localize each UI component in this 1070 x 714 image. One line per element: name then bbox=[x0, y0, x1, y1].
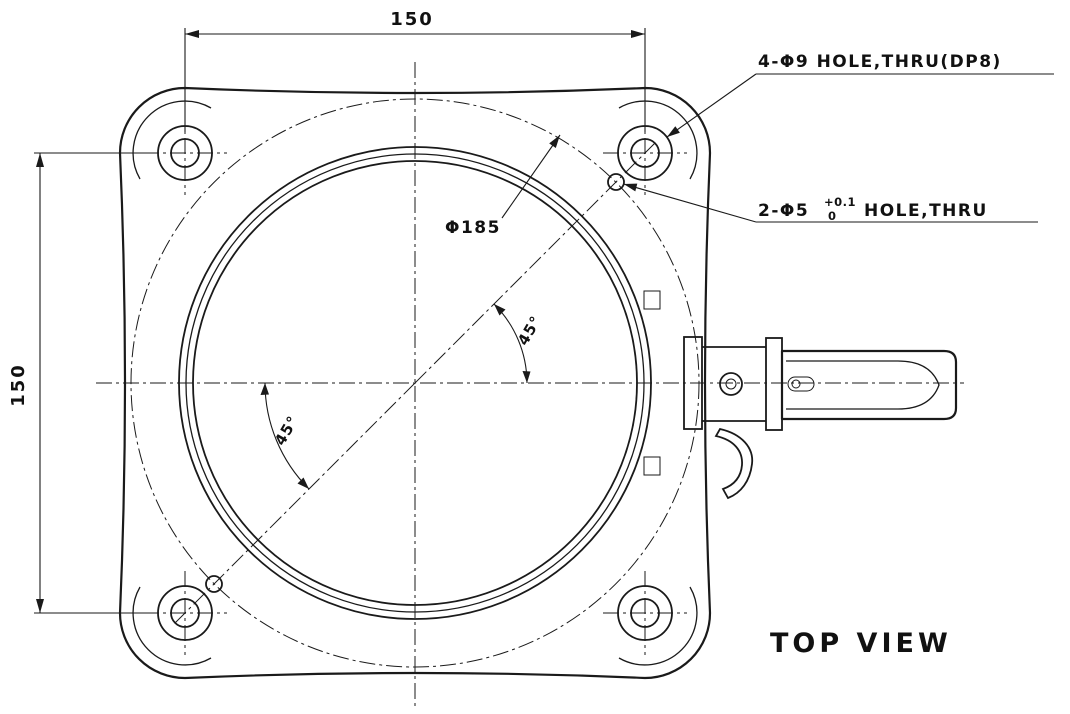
bore-circle-inner bbox=[192, 160, 638, 606]
counterbore-circle bbox=[157, 585, 213, 641]
arrowhead-left bbox=[185, 30, 199, 38]
counterbore-circle bbox=[617, 585, 673, 641]
handle-slot bbox=[787, 376, 815, 392]
bolt-circle-label: Φ185 bbox=[445, 218, 501, 238]
pin-hole-upper-right bbox=[607, 173, 625, 191]
bolt-circle-phi185 bbox=[130, 98, 700, 668]
handle-socket bbox=[765, 337, 783, 431]
pivot-inner-circle bbox=[725, 378, 737, 390]
view-title: TOP VIEW bbox=[770, 628, 952, 659]
bore-tab-lower bbox=[643, 456, 661, 476]
pin-holes-note-suffix: HOLE,THRU bbox=[864, 201, 988, 221]
note-pin-holes: 2-Φ5 +0.1 0 HOLE,THRU bbox=[623, 183, 1038, 223]
fillet-arc-top-left bbox=[132, 100, 212, 180]
hole-circle bbox=[170, 138, 200, 168]
angle-dim-lower: 45° bbox=[260, 382, 310, 490]
hole-circle bbox=[630, 138, 660, 168]
corner-fillet-arcs bbox=[132, 100, 698, 666]
bore-circles bbox=[178, 146, 661, 620]
angle-arc bbox=[264, 382, 310, 490]
corner-hole-bottom-left bbox=[143, 571, 227, 655]
angle-label-upper: 45° bbox=[514, 312, 545, 348]
centerlines bbox=[96, 62, 964, 708]
leader-arrowhead bbox=[549, 135, 560, 148]
bolt-circle-callout: Φ185 bbox=[445, 134, 561, 238]
dimension-height: 150 bbox=[8, 152, 150, 614]
pin-holes-tolerance-lower: 0 bbox=[828, 209, 837, 223]
leader-line bbox=[623, 183, 757, 223]
handle-slot-pin bbox=[791, 379, 801, 389]
arrowhead-right bbox=[631, 30, 645, 38]
handle-bar-outline[interactable] bbox=[780, 349, 958, 421]
diagonal-centerline-lower-left bbox=[174, 382, 416, 624]
flange-outline bbox=[118, 86, 712, 680]
bore-tab-upper bbox=[643, 290, 661, 310]
arc-arrowhead-start bbox=[522, 371, 531, 383]
fillet-arc-top-right bbox=[618, 100, 698, 180]
pin-holes-note-prefix: 2-Φ5 bbox=[758, 201, 809, 221]
handle-assembly bbox=[683, 336, 958, 500]
hole-circle bbox=[630, 598, 660, 628]
angle-dim-upper: 45° bbox=[493, 303, 545, 384]
pin-hole-lower-left bbox=[205, 575, 223, 593]
handle-bar-inner-profile bbox=[786, 360, 940, 410]
flange-body-path bbox=[118, 86, 712, 680]
arc-arrowhead-end bbox=[494, 304, 506, 316]
arrowhead-top bbox=[36, 153, 44, 167]
pivot-circle bbox=[719, 372, 743, 396]
leader-line bbox=[666, 73, 757, 138]
leader-line bbox=[501, 134, 561, 219]
corner-hole-bottom-right bbox=[603, 571, 687, 655]
leader-arrowhead bbox=[667, 126, 680, 137]
note-corner-holes: 4-Φ9 HOLE,THRU(DP8) bbox=[666, 52, 1054, 138]
arrowhead-bottom bbox=[36, 599, 44, 613]
hole-circle bbox=[170, 598, 200, 628]
clamp-boss bbox=[683, 336, 703, 430]
pin-holes-tolerance-upper: +0.1 bbox=[824, 195, 856, 209]
bore-circle-outer bbox=[178, 146, 652, 620]
dimension-width: 150 bbox=[184, 9, 646, 132]
height-dimension-label: 150 bbox=[8, 363, 29, 407]
arc-arrowhead-end bbox=[297, 477, 309, 489]
fillet-arc-bottom-left bbox=[132, 586, 212, 666]
leader-arrowhead bbox=[623, 183, 638, 192]
angle-label-lower: 45° bbox=[271, 412, 302, 448]
corner-holes-note-label: 4-Φ9 HOLE,THRU(DP8) bbox=[758, 52, 1002, 72]
arc-arrowhead-start bbox=[260, 383, 269, 395]
diagonal-centerline-upper-right bbox=[414, 142, 656, 384]
bore-circle-middle bbox=[185, 153, 645, 613]
latch-hook bbox=[714, 427, 754, 500]
fillet-arc-bottom-right bbox=[618, 586, 698, 666]
width-dimension-label: 150 bbox=[390, 9, 434, 30]
